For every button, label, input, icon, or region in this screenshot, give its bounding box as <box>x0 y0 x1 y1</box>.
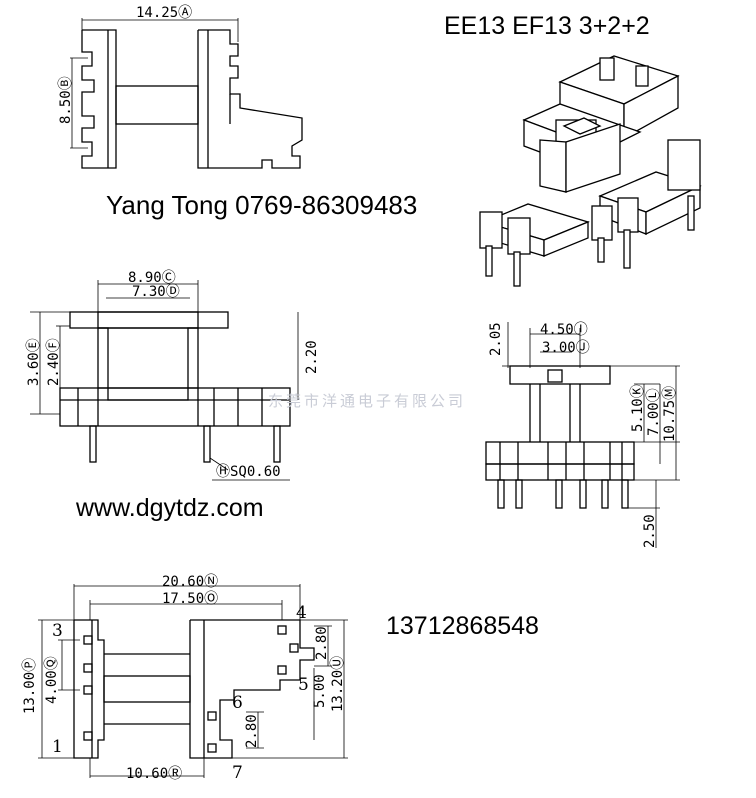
dim-end-top-height: 2.05 <box>488 322 504 356</box>
dim-end-h3: 10.75Ⓜ <box>662 386 678 442</box>
dim-bottom-right-height: 13.20Ⓤ <box>330 656 346 712</box>
dim-bottom-width: 10.60Ⓡ <box>126 766 182 782</box>
isometric-view <box>479 55 702 287</box>
pin-label-4: 4 <box>296 603 307 623</box>
pin-label-6: 6 <box>232 693 243 713</box>
dim-bottom-left-height: 13.00Ⓟ <box>22 658 38 714</box>
dim-end-top-width: 4.50Ⓘ <box>540 322 588 338</box>
dim-side-inner: 7.30Ⓓ <box>132 284 180 300</box>
dim-side-outer: 8.90Ⓒ <box>128 270 176 286</box>
website-link[interactable]: www.dgytdz.com <box>76 494 264 522</box>
dim-pin-square: ⒽSQ0.60 <box>216 464 281 480</box>
dim-side-total-height: 3.60Ⓔ <box>26 338 42 386</box>
dim-bottom-pitch-b: 5.00 <box>312 674 328 708</box>
dim-bottom-left-pitch: 4.00Ⓠ <box>44 656 60 704</box>
end-view: 4.50Ⓘ 3.00Ⓙ 2.05 5.10Ⓚ <box>485 322 680 548</box>
pin-label-7: 7 <box>232 763 243 783</box>
phone-number: 13712868548 <box>386 612 539 640</box>
bottom-view: 20.60Ⓝ 17.50Ⓞ 13.00Ⓟ 4.00Ⓠ <box>22 574 348 783</box>
dim-end-slot-width: 3.00Ⓙ <box>542 340 590 356</box>
dim-side-right-height: 2.20 <box>304 340 320 374</box>
dim-end-h2: 7.00Ⓛ <box>646 388 662 436</box>
dim-end-h1: 5.10Ⓚ <box>630 384 646 432</box>
pin-label-1: 1 <box>52 737 63 757</box>
dim-bottom-span2: 17.50Ⓞ <box>162 591 218 607</box>
dim-side-flange-height: 2.40Ⓕ <box>46 338 62 386</box>
dim-top-width: 14.25Ⓐ <box>136 5 192 21</box>
pin-label-3: 3 <box>52 621 63 641</box>
pin-label-5: 5 <box>298 675 309 695</box>
dim-end-pin-length: 2.50 <box>642 514 658 548</box>
dim-bottom-pitch-a: 2.80 <box>314 626 330 660</box>
side-view: 8.90Ⓒ 7.30Ⓓ 3.60Ⓔ 2.40Ⓕ 2.20 <box>26 270 320 481</box>
model-title: EE13 EF13 3+2+2 <box>444 12 650 40</box>
contact-line: Yang Tong 0769-86309483 <box>106 190 418 220</box>
top-view: 14.25Ⓐ 8.50Ⓑ <box>58 5 303 169</box>
dim-bottom-span1: 20.60Ⓝ <box>162 574 218 590</box>
dim-bottom-pitch-c: 2.80 <box>244 714 260 748</box>
company-watermark: 东莞市洋通电子有限公司 <box>268 392 466 410</box>
dim-top-height: 8.50Ⓑ <box>58 76 74 124</box>
